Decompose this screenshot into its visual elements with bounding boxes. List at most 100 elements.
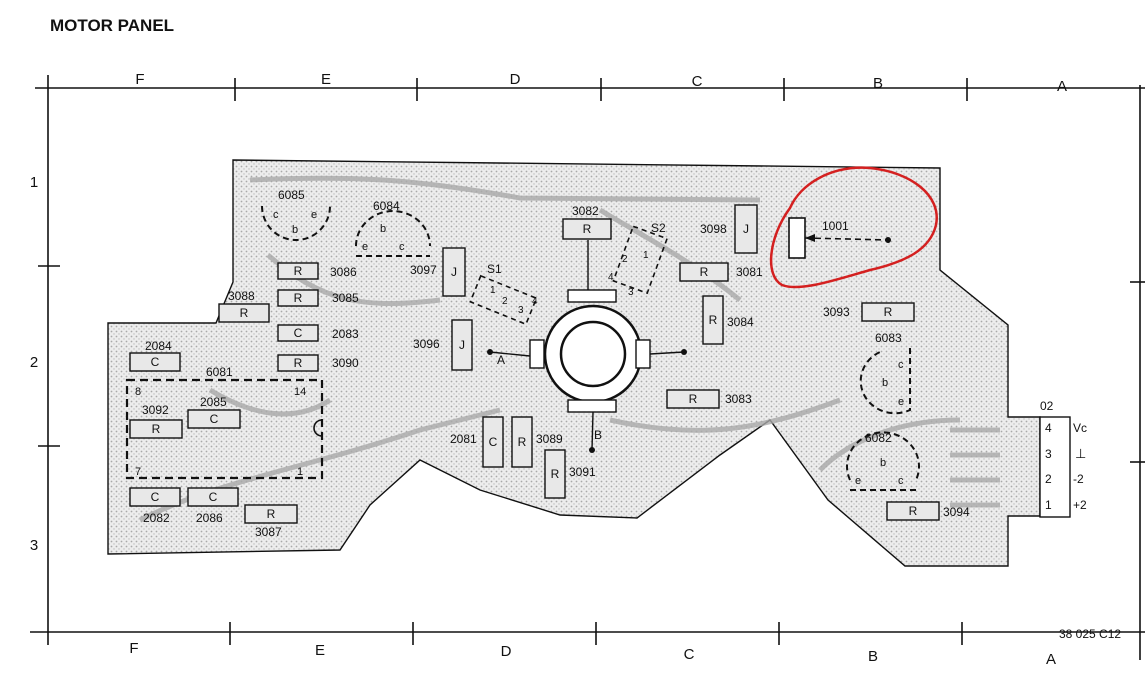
transistor-6085: 6085 c b e — [261, 188, 331, 241]
component-body — [277, 262, 319, 280]
connector-name: 02 — [1040, 399, 1054, 413]
transistor-lead: c — [898, 475, 904, 487]
grid-col-label: A — [1046, 651, 1056, 668]
grid-col-label: D — [510, 71, 521, 88]
component-body — [451, 319, 473, 371]
component-3087: R 3087 — [244, 504, 298, 539]
transistor-6084: 6084 e b c — [355, 199, 431, 257]
component-ref-label: 3087 — [255, 525, 282, 539]
grid-col-label: E — [321, 71, 331, 88]
grid-frame — [30, 75, 1145, 660]
connector-pin: 4 — [1045, 421, 1052, 435]
component-type-label: J — [451, 265, 457, 279]
component-ref-label: 3091 — [569, 465, 596, 479]
grid-col-label: F — [129, 640, 138, 657]
component-body — [666, 389, 720, 409]
component-body — [277, 289, 319, 307]
component-2085: C 2085 — [187, 395, 241, 429]
component-ref-label: 3088 — [228, 289, 255, 303]
component-3091: R 3091 — [544, 449, 596, 499]
component-ref-label: 3083 — [725, 392, 752, 406]
component-body — [482, 416, 504, 468]
motor-terminal-a: A — [497, 353, 505, 367]
component-ref-label: 3090 — [332, 356, 359, 370]
connector-signal: -2 — [1073, 472, 1084, 486]
grid-row-label: 3 — [30, 537, 38, 554]
component-body — [187, 409, 241, 429]
component-body — [886, 501, 940, 521]
potentiometer-1001: 1001 — [788, 217, 891, 259]
grid-row-label: 2 — [30, 354, 38, 371]
ic-label: 6081 — [206, 365, 233, 379]
component-ref-label: 3094 — [943, 505, 970, 519]
connector-signal: ⊥ — [1075, 446, 1086, 461]
switch-pin: 2 — [502, 296, 508, 307]
transistor-ref: 6083 — [875, 331, 902, 345]
component-ref-label: 2082 — [143, 511, 170, 525]
transistor-lead: b — [882, 377, 888, 389]
component-type-label: C — [489, 435, 498, 449]
component-type-label: R — [700, 265, 709, 279]
component-ref-label: 3093 — [823, 305, 850, 319]
switch-pin: 1 — [490, 285, 496, 296]
grid-rows: 1 2 3 — [30, 174, 38, 554]
transistor-lead: c — [273, 209, 279, 221]
component-body — [277, 324, 319, 342]
motor — [487, 240, 687, 453]
grid-col-label: B — [868, 648, 878, 665]
component-type-label: J — [743, 222, 749, 236]
component-type-label: C — [210, 412, 219, 426]
component-type-label: R — [294, 291, 303, 305]
component-ref-label: 3082 — [572, 204, 599, 218]
component-type-label: R — [583, 222, 592, 236]
component-3094: R 3094 — [886, 501, 970, 521]
component-ref-label: 3086 — [330, 265, 357, 279]
component-type-label: R — [689, 392, 698, 406]
motor-terminal-b: B — [594, 428, 602, 442]
transistor-lead: e — [898, 396, 904, 408]
component-3083: R 3083 — [666, 389, 752, 409]
component-3096: J 3096 — [413, 319, 473, 371]
transistor-ref: 6085 — [278, 188, 305, 202]
switch-pin: 4 — [608, 272, 614, 283]
component-ref-label: 3096 — [413, 337, 440, 351]
potentiometer-ref: 1001 — [822, 219, 849, 233]
component-3086: R 3086 — [277, 262, 357, 280]
component-ref-label: 2085 — [200, 395, 227, 409]
component-type-label: R — [709, 313, 718, 327]
component-type-label: R — [909, 504, 918, 518]
connector-02: 02 4 3 2 1 Vc ⊥ -2 +2 — [1039, 399, 1087, 518]
grid-columns-top: F E D C B A — [135, 71, 1067, 95]
switch-pin: 3 — [628, 287, 634, 298]
component-type-label: R — [240, 306, 249, 320]
connector-signal: +2 — [1073, 498, 1087, 512]
component-type-label: R — [267, 507, 276, 521]
component-body — [277, 354, 319, 372]
component-type-label: C — [294, 326, 303, 340]
component-type-label: R — [152, 422, 161, 436]
switch-s2: S2 1 2 3 4 — [608, 221, 669, 298]
transistor-lead: e — [362, 241, 368, 253]
switch-pin: 4 — [532, 296, 538, 307]
switch-ref: S2 — [651, 221, 666, 235]
switch-pin: 1 — [643, 250, 649, 261]
component-body — [861, 302, 915, 322]
grid-col-label: C — [684, 646, 695, 663]
component-ref-label: 2084 — [145, 339, 172, 353]
switch-pin: 3 — [518, 305, 524, 316]
component-type-label: J — [459, 338, 465, 352]
component-body — [734, 204, 758, 254]
component-body — [562, 218, 612, 240]
grid-col-label: F — [135, 71, 144, 88]
component-body — [218, 303, 270, 323]
component-type-label: R — [294, 264, 303, 278]
component-body — [679, 262, 729, 282]
component-body — [511, 416, 533, 468]
component-type-label: R — [551, 467, 560, 481]
